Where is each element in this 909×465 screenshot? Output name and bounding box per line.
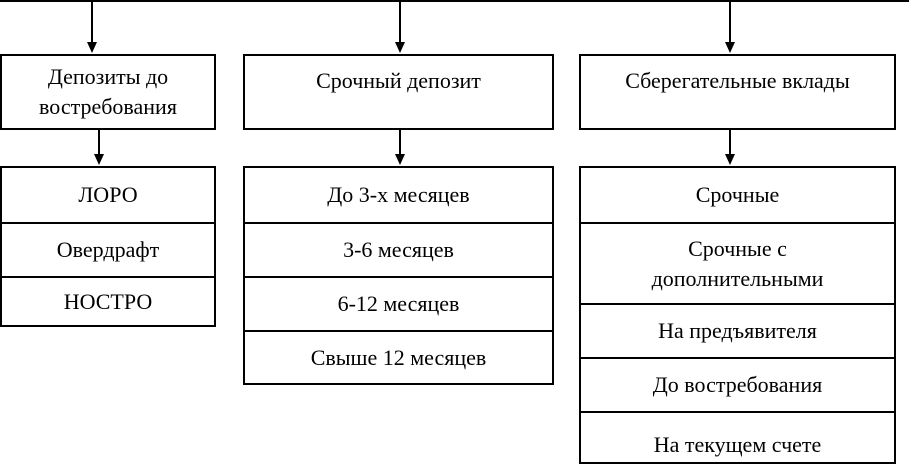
arrow-line-col3-top: [729, 0, 731, 42]
list-item: ЛОРО: [2, 168, 214, 222]
list-item-label: ЛОРО: [78, 182, 138, 207]
list-item-label: Срочные: [695, 182, 780, 207]
arrow-line-col3-mid: [729, 130, 731, 154]
top-connector-line: [0, 0, 909, 2]
term-deposit-list: До 3-х месяцев 3-6 месяцев 6-12 месяцев …: [243, 166, 554, 385]
header-savings-deposits: Сберегательные вклады: [579, 54, 896, 130]
list-item-label: До востребования: [652, 372, 823, 397]
divider: [245, 330, 552, 332]
list-item-label: НОСТРО: [63, 288, 153, 314]
header-demand-deposits-label: Депозиты до востребования: [39, 64, 177, 119]
arrowhead-col1-mid: [94, 154, 104, 165]
list-item: Свыше 12 месяцев: [245, 332, 552, 383]
divider: [581, 303, 894, 305]
divider: [2, 222, 214, 224]
list-item: Овердрафт: [2, 224, 214, 276]
arrow-line-col1-top: [91, 0, 93, 42]
arrow-line-col2-mid: [399, 130, 401, 154]
list-item: До 3-х месяцев: [245, 168, 552, 222]
list-item: 3-6 месяцев: [245, 224, 552, 276]
divider: [245, 222, 552, 224]
list-item-label: На предъявителя: [658, 318, 817, 343]
list-item-label: Овердрафт: [56, 237, 160, 262]
divider: [2, 276, 214, 278]
arrowhead-col2-top: [395, 42, 405, 53]
arrowhead-col3-mid: [725, 154, 735, 165]
list-item: 6-12 месяцев: [245, 278, 552, 330]
list-item: Срочные: [581, 168, 894, 222]
list-item-label: 3-6 месяцев: [343, 237, 454, 262]
list-item: Срочные с дополнительными: [581, 224, 894, 303]
header-term-deposit-label: Срочный депозит: [316, 68, 481, 93]
list-item: До востребования: [581, 359, 894, 411]
arrow-line-col2-top: [399, 0, 401, 42]
demand-deposits-list: ЛОРО Овердрафт НОСТРО: [0, 166, 216, 327]
header-demand-deposits: Депозиты до востребования: [0, 54, 216, 130]
savings-deposits-list: Срочные Срочные с дополнительными На пре…: [579, 166, 896, 464]
header-savings-deposits-label: Сберегательные вклады: [625, 68, 850, 93]
list-item: На предъявителя: [581, 305, 894, 357]
header-term-deposit: Срочный депозит: [243, 54, 554, 130]
divider: [581, 357, 894, 359]
list-item-label: Срочные с дополнительными: [651, 235, 824, 291]
divider: [581, 411, 894, 413]
divider: [581, 222, 894, 224]
list-item-label: На текущем счете: [653, 432, 822, 457]
list-item: НОСТРО: [2, 278, 214, 325]
arrowhead-col3-top: [725, 42, 735, 53]
list-item-label: До 3-х месяцев: [327, 182, 470, 207]
arrowhead-col2-mid: [395, 154, 405, 165]
list-item-label: Свыше 12 месяцев: [310, 344, 487, 370]
list-item-label: 6-12 месяцев: [337, 291, 460, 316]
arrowhead-col1-top: [87, 42, 97, 53]
list-item: На текущем счете: [581, 413, 894, 462]
divider: [245, 276, 552, 278]
arrow-line-col1-mid: [98, 130, 100, 154]
